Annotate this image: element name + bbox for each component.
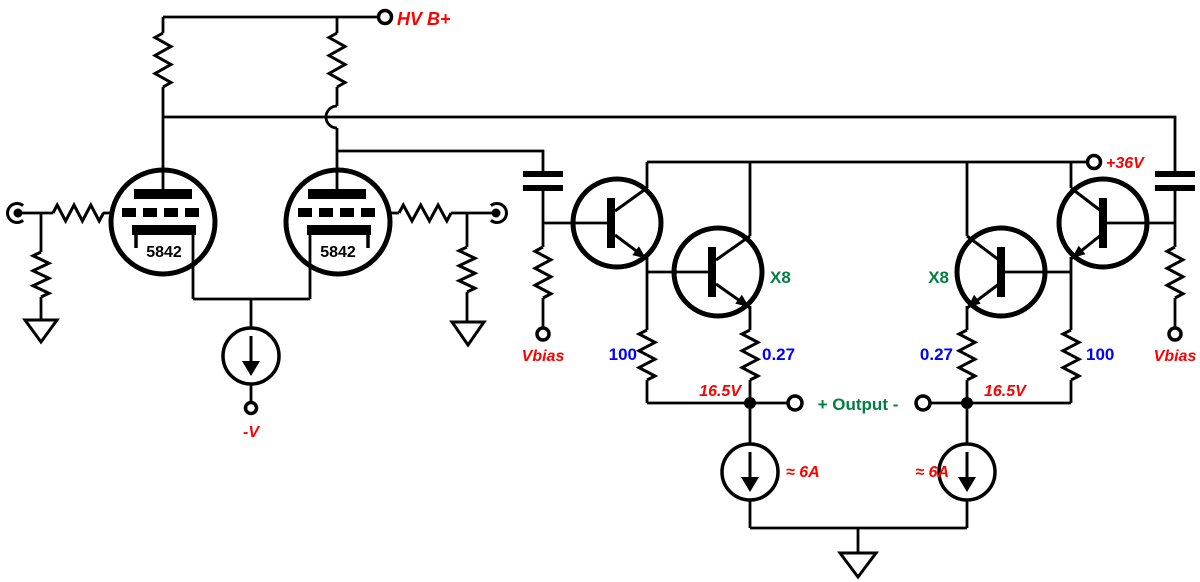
ground-input-right <box>449 320 487 348</box>
emitter-arrow <box>1072 245 1086 258</box>
v36-label: +36V <box>1106 155 1145 172</box>
output-plus-terminal <box>786 394 804 412</box>
current-source-right: ≈ 6A <box>915 409 997 528</box>
current-right-label: ≈ 6A <box>915 464 949 481</box>
neg-supply-terminal <box>243 400 259 416</box>
resistor-027-left: 0.27 <box>738 328 795 403</box>
grid-leak-resistor-left <box>29 213 53 320</box>
resistor-027-right-label: 0.27 <box>920 345 953 364</box>
coupling-cap-right <box>1155 171 1195 223</box>
resistor-100-left: 100 <box>609 328 750 405</box>
input-jack-left <box>6 202 53 224</box>
tail-current-source: -V <box>193 297 310 441</box>
vbias-resistor-left: Vbias <box>522 223 565 365</box>
vbias-left-terminal <box>535 326 551 342</box>
v36-terminal <box>1085 153 1103 171</box>
current-left-label: ≈ 6A <box>786 464 820 481</box>
driver-transistor-left <box>543 162 664 330</box>
emitter-arrow <box>632 246 646 259</box>
resistor-027-left-label: 0.27 <box>762 345 795 364</box>
cross-couple-wire-right-plate <box>337 149 545 171</box>
resistor-100-right-label: 100 <box>1086 345 1114 364</box>
plate-resistor-right <box>324 17 349 189</box>
cathode-left <box>132 225 196 299</box>
tube-right-label: 5842 <box>320 244 356 261</box>
emitter-arrow <box>735 294 749 307</box>
neg-supply-label: -V <box>243 424 260 441</box>
resistor-100-right: 100 <box>967 328 1114 405</box>
output-label: + Output - <box>818 395 899 414</box>
v36-rail: +36V <box>647 153 1145 172</box>
emitter-arrow <box>968 294 981 307</box>
grid-left <box>122 208 199 217</box>
ground-output <box>750 526 967 580</box>
grid-right <box>298 208 375 217</box>
cathode-right <box>307 225 371 299</box>
x8-right-label: X8 <box>928 268 949 287</box>
output-node-right <box>914 394 973 412</box>
coupling-cap-left <box>523 171 563 223</box>
tube-left-label: 5842 <box>146 244 182 261</box>
cross-couple-wire-left-plate <box>163 115 1177 171</box>
power-transistor-right: X8 <box>928 162 1071 330</box>
triode-right: 5842 <box>283 167 393 299</box>
vbias-right-terminal <box>1167 326 1183 342</box>
plate-right <box>308 189 366 199</box>
hv-supply-label: HV B+ <box>397 9 451 29</box>
x8-left-label: X8 <box>770 268 791 287</box>
resistor-027-right: 0.27 <box>920 328 979 403</box>
output-minus-terminal <box>914 394 932 412</box>
input-jack-right <box>489 202 508 224</box>
current-source-left: ≈ 6A <box>720 409 820 528</box>
driver-transistor-right <box>1056 162 1175 330</box>
ground-input-left <box>22 318 60 345</box>
grid-stopper-resistor-left <box>51 201 112 225</box>
hv-terminal <box>376 8 394 26</box>
node-voltage-left: 16.5V <box>699 383 742 400</box>
vbias-resistor-right: Vbias <box>1154 223 1197 365</box>
power-transistor-left: X8 <box>647 162 791 330</box>
output-node-left <box>744 394 804 412</box>
plate-resistor-left <box>151 17 175 189</box>
resistor-100-left-label: 100 <box>609 345 637 364</box>
hv-supply-rail: HV B+ <box>163 8 451 29</box>
node-voltage-right: 16.5V <box>984 383 1027 400</box>
grid-leak-resistor-right <box>455 213 479 322</box>
vbias-left-label: Vbias <box>522 348 565 365</box>
plate-left <box>134 189 192 199</box>
vbias-right-label: Vbias <box>1154 348 1197 365</box>
triode-left: 5842 <box>108 167 218 299</box>
grid-stopper-resistor-right <box>390 201 492 225</box>
